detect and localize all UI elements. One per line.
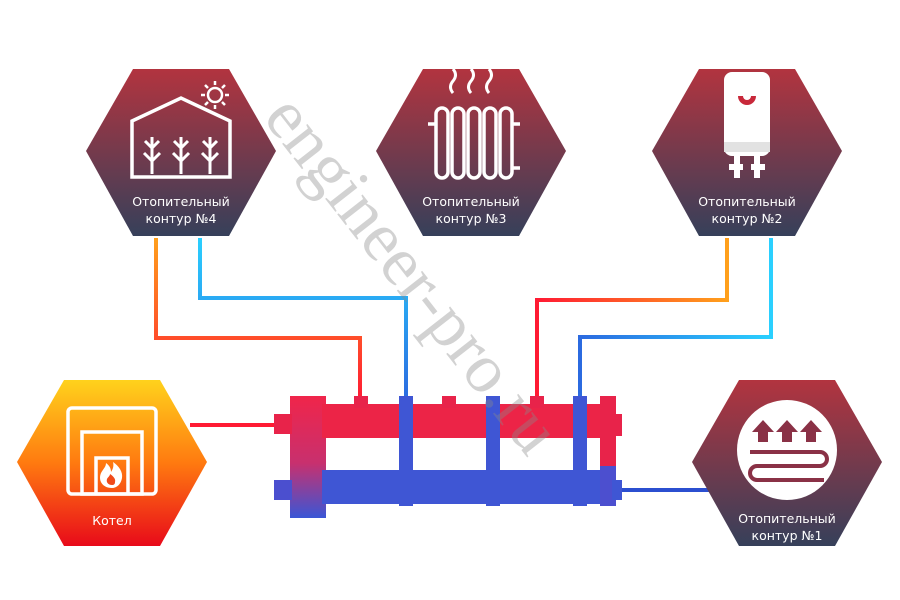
sun-icon [201, 81, 229, 109]
circuit1-label-line1: Отопительный [738, 511, 836, 526]
water-heater-icon [724, 72, 770, 178]
boiler-icon [66, 406, 158, 496]
circuit3-label-line1: Отопительный [422, 194, 520, 209]
pipes [154, 238, 773, 492]
node-circuit4: Отопительный контур №4 [86, 69, 276, 236]
circuit1-label-line2: контур №1 [752, 528, 823, 543]
greenhouse-icon [130, 81, 232, 179]
circuit2-label-line1: Отопительный [698, 194, 796, 209]
underfloor-heating-icon [737, 400, 837, 500]
pipe-circuit2-supply [535, 238, 729, 400]
circuit3-label-line2: контур №3 [436, 211, 507, 226]
radiator-icon [428, 68, 520, 180]
node-circuit3: Отопительный контур №3 [376, 68, 566, 236]
pipe-circuit4-supply [154, 238, 362, 400]
pipe-circuit2-return [578, 238, 773, 400]
node-circuit2: Отопительный контур №2 [652, 69, 842, 236]
boiler-label: Котел [92, 513, 131, 528]
hydraulic-manifold [274, 396, 622, 518]
circuit4-label-line2: контур №4 [146, 211, 217, 226]
node-circuit1: Отопительный контур №1 [692, 380, 882, 546]
node-boiler: Котел [17, 380, 207, 546]
pipe-circuit4-return [198, 238, 408, 400]
circuit2-label-line2: контур №2 [712, 211, 783, 226]
flame-icon [100, 462, 123, 488]
circuit4-label-line1: Отопительный [132, 194, 230, 209]
